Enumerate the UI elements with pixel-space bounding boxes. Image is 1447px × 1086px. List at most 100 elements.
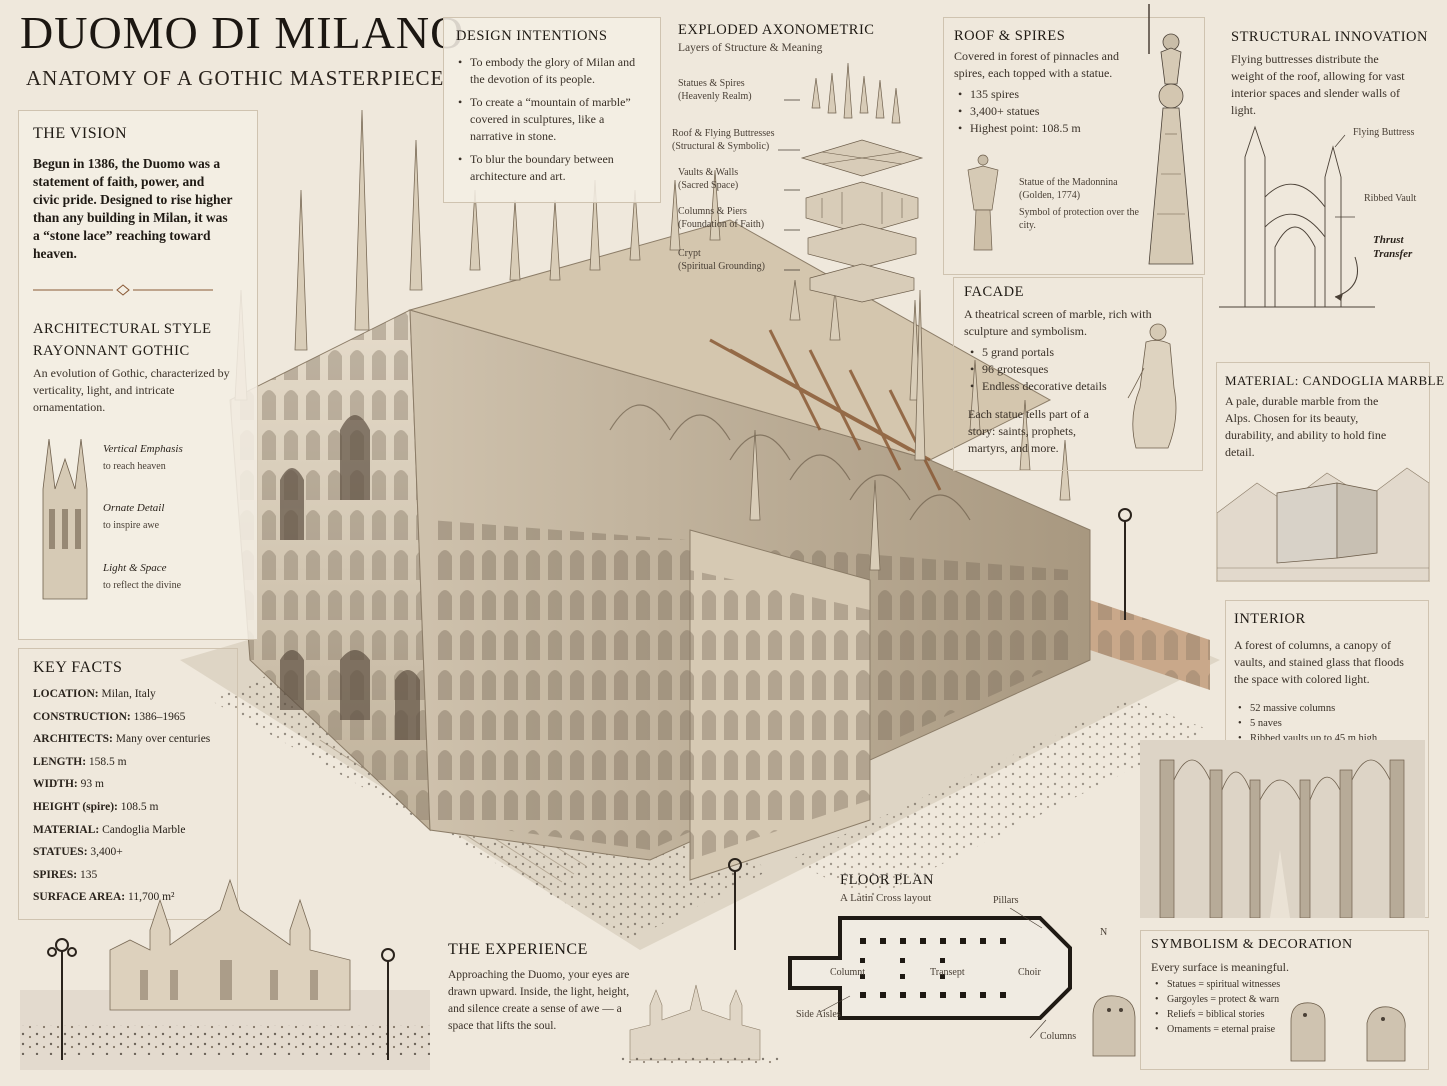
interior-nave-drawing — [1140, 740, 1425, 918]
buttress-diagram — [1219, 125, 1375, 308]
list-item: 5 naves — [1238, 716, 1377, 731]
style-item-1-desc: to reach heaven — [103, 461, 166, 472]
fact-row: LOCATION: Milan, Italy — [33, 688, 156, 700]
design-list: To embody the glory of Milan and the dev… — [458, 54, 648, 185]
page-subtitle: ANATOMY OF A GOTHIC MASTERPIECE — [26, 66, 445, 90]
style-item-1-title: Vertical Emphasis — [103, 443, 183, 455]
floor-plan-drawing — [788, 908, 1072, 1039]
label-thrust-transfer: Thrust Transfer — [1373, 234, 1413, 260]
label-north: N — [1100, 927, 1108, 938]
exploded-heading: EXPLODED AXONOMETRIC — [678, 22, 875, 38]
exploded-layers-drawing — [778, 62, 924, 303]
facade-sketch — [42, 438, 88, 600]
floor-plan-heading: FLOOR PLAN — [840, 872, 935, 888]
vision-panel: THE VISION Begun in 1386, the Duomo was … — [18, 110, 258, 640]
fact-row: SURFACE AREA: 11,700 m² — [33, 891, 175, 904]
key-facts-list: LOCATION: Milan, Italy CONSTRUCTION: 138… — [33, 683, 210, 909]
list-item: 5 grand portals — [970, 344, 1107, 361]
piazza-sketch — [20, 878, 430, 1070]
label-transept: Transept — [930, 967, 965, 978]
symbolism-text: Every surface is meaningful. — [1151, 960, 1289, 974]
layer-1-name: Statues & Spires — [678, 78, 745, 89]
facade-panel: FACADE A theatrical screen of marble, ri… — [953, 277, 1203, 471]
list-item: Highest point: 108.5 m — [958, 120, 1081, 137]
madonnina-label: Statue of the Madonnina (Golden, 1774) — [1019, 177, 1118, 201]
list-item: 135 spires — [958, 86, 1081, 103]
design-heading: DESIGN INTENTIONS — [456, 28, 608, 44]
layer-4-desc: (Foundation of Faith) — [678, 219, 765, 230]
label-columns: Columns — [1040, 1031, 1077, 1042]
list-item: Reliefs = biblical stories — [1155, 1007, 1280, 1022]
fact-row: MATERIAL: Candoglia Marble — [33, 823, 186, 836]
list-item: 52 massive columns — [1238, 701, 1377, 716]
list-item: 3,400+ statues — [958, 103, 1081, 120]
facade-heading: FACADE — [964, 284, 1024, 300]
label-pillars: Pillars — [993, 895, 1019, 906]
style-item-3-desc: to reflect the divine — [103, 580, 182, 591]
exploded-panel: EXPLODED AXONOMETRIC Layers of Structure… — [672, 18, 932, 303]
style-text: An evolution of Gothic, characterized by… — [33, 366, 230, 414]
list-item: Gargoyles = protect & warn — [1155, 992, 1280, 1007]
design-panel: DESIGN INTENTIONS To embody the glory of… — [443, 17, 661, 203]
spire-drawing — [1148, 4, 1194, 265]
list-item: Ribbed vaults up to 45 m high — [1238, 731, 1377, 746]
roof-panel: ROOF & SPIRES Covered in forest of pinna… — [943, 4, 1205, 275]
interior-text: A forest of columns, a canopy of vaults,… — [1234, 638, 1404, 686]
fact-row: SPIRES: 135 — [33, 868, 98, 881]
structural-panel: STRUCTURAL INNOVATION Flying buttresses … — [1215, 17, 1430, 335]
style-item-3-title: Light & Space — [103, 562, 167, 574]
layer-5-name: Crypt — [678, 248, 701, 259]
list-item: Endless decorative details — [970, 378, 1107, 395]
layer-3-desc: (Sacred Space) — [678, 180, 739, 191]
list-item: Statues = spiritual witnesses — [1155, 977, 1280, 992]
list-item: To blur the boundary between architectur… — [458, 151, 648, 185]
interior-list: 52 massive columns 5 naves Ribbed vaults… — [1238, 701, 1377, 746]
gargoyle-icon — [1290, 1002, 1406, 1062]
label-flying-buttress: Flying Buttress — [1353, 127, 1415, 138]
style-heading-1: ARCHITECTURAL STYLE — [33, 321, 212, 337]
experience-text: Approaching the Duomo, your eyes are dra… — [448, 969, 630, 1032]
material-text: A pale, durable marble from the Alps. Ch… — [1225, 394, 1387, 459]
layer-2-name: Roof & Flying Buttresses — [672, 128, 775, 139]
ornament-divider — [33, 284, 213, 296]
layer-2-desc: (Structural & Symbolic) — [672, 141, 770, 152]
marble-quarry-drawing — [1217, 467, 1429, 581]
page-title: DUOMO DI MILANO — [20, 7, 465, 58]
style-item-2-title: Ornate Detail — [103, 502, 165, 514]
material-panel: MATERIAL: CANDOGLIA MARBLE A pale, durab… — [1216, 362, 1444, 582]
list-item: Ornaments = eternal praise — [1155, 1022, 1280, 1037]
experience-heading: THE EXPERIENCE — [448, 941, 588, 958]
roof-text: Covered in forest of pinnacles and spire… — [954, 49, 1119, 80]
floor-plan-subheading: A Latin Cross layout — [840, 892, 932, 904]
layer-5-desc: (Spiritual Grounding) — [678, 261, 765, 272]
style-heading-2: RAYONNANT GOTHIC — [33, 343, 190, 359]
gargoyle-left-icon — [1092, 995, 1136, 1057]
interior-heading: INTERIOR — [1234, 611, 1306, 627]
fact-row: CONSTRUCTION: 1386–1965 — [33, 710, 186, 723]
madonnina-desc: Symbol of protection over the city. — [1019, 207, 1139, 231]
facade-text: A theatrical screen of marble, rich with… — [964, 307, 1152, 338]
exploded-subheading: Layers of Structure & Meaning — [678, 42, 823, 54]
fact-row: WIDTH: 93 m — [33, 778, 104, 791]
fact-row: LENGTH: 158.5 m — [33, 755, 127, 768]
symbolism-panel: SYMBOLISM & DECORATION Every surface is … — [1140, 930, 1429, 1070]
material-heading: MATERIAL: CANDOGLIA MARBLE — [1225, 373, 1445, 388]
roof-list: 135 spires 3,400+ statues Highest point:… — [958, 86, 1081, 137]
label-side-aisles: Side Aisles — [796, 1009, 841, 1020]
fact-row: HEIGHT (spire): 108.5 m — [33, 800, 159, 813]
style-item-2-desc: to inspire awe — [103, 520, 160, 531]
interior-panel: INTERIOR A forest of columns, a canopy o… — [1225, 600, 1429, 918]
floor-plan-panel: FLOOR PLAN A Latin Cross layout Pillars … — [780, 868, 1120, 1048]
saint-statue-icon — [1127, 323, 1177, 449]
layer-1-desc: (Heavenly Realm) — [678, 91, 752, 102]
fact-row: STATUES: 3,400+ — [33, 846, 123, 859]
label-columnt: Columnt — [830, 967, 866, 978]
cathedral-illustration — [180, 109, 1220, 950]
experience-panel: THE EXPERIENCE Approaching the Duomo, yo… — [440, 935, 640, 1045]
key-facts-panel: KEY FACTS LOCATION: Milan, Italy CONSTRU… — [18, 648, 238, 920]
layer-4-name: Columns & Piers — [678, 206, 747, 217]
list-item: To embody the glory of Milan and the dev… — [458, 54, 648, 88]
facade-list: 5 grand portals 96 grotesques Endless de… — [970, 344, 1107, 395]
list-item: 96 grotesques — [970, 361, 1107, 378]
fact-row: ARCHITECTS: Many over centuries — [33, 733, 211, 746]
